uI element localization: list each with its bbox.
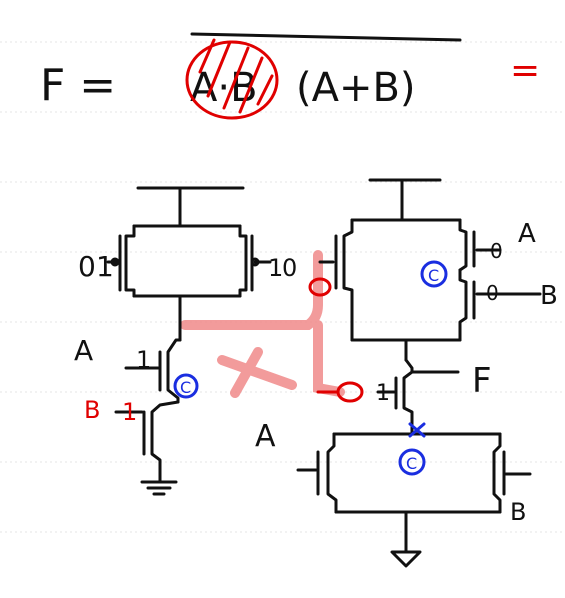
label-input-b-right: B (540, 281, 558, 311)
svg-text:C: C (180, 378, 191, 397)
overline-bar (190, 32, 462, 42)
label-zero-right-a: 0 (490, 239, 503, 263)
label-input-b-left: B (84, 396, 100, 424)
label-one-left-pmos: 1 (96, 250, 114, 283)
blue-cross-mark (408, 422, 426, 438)
label-output-f: F (472, 361, 492, 401)
equation: F = A·B (A+B) = (40, 32, 540, 120)
svg-text:C: C (406, 454, 417, 473)
equation-lhs: F = (40, 60, 116, 111)
label-one-nmos-a: 1 (136, 346, 151, 374)
equation-term-sum: (A+B) (296, 65, 416, 111)
blue-c-right-marker: C (420, 260, 448, 288)
equation-rhs: = (510, 50, 540, 91)
label-input-a-bottom: A (255, 419, 276, 454)
left-pulldown-network (114, 338, 182, 496)
blue-c-left-marker: C (173, 373, 199, 399)
label-input-b-bottom: B (510, 498, 526, 526)
red-zero-mid-marker (308, 277, 332, 297)
label-one-nmos-b: 1 (122, 398, 137, 426)
right-pullup-network (318, 178, 542, 362)
label-zero-right-b: 0 (486, 281, 499, 305)
label-input-a-left: A (74, 334, 93, 367)
label-zero-left: 0 (78, 250, 96, 283)
scribble-mark (185, 38, 279, 120)
label-one-pmos-gate: 1 (268, 254, 283, 282)
ruled-lines (0, 41, 565, 533)
blue-c-bottom-marker: C (398, 448, 426, 476)
label-one-out-nmos: 1 (376, 381, 390, 406)
label-input-a-top-right: A (518, 219, 536, 249)
label-zero-mid: 0 (282, 254, 297, 282)
left-pullup-network (106, 186, 272, 342)
red-zero-out-marker (316, 381, 364, 403)
svg-text:C: C (428, 266, 439, 285)
highlight-path (180, 250, 345, 398)
output-stage (296, 358, 532, 568)
